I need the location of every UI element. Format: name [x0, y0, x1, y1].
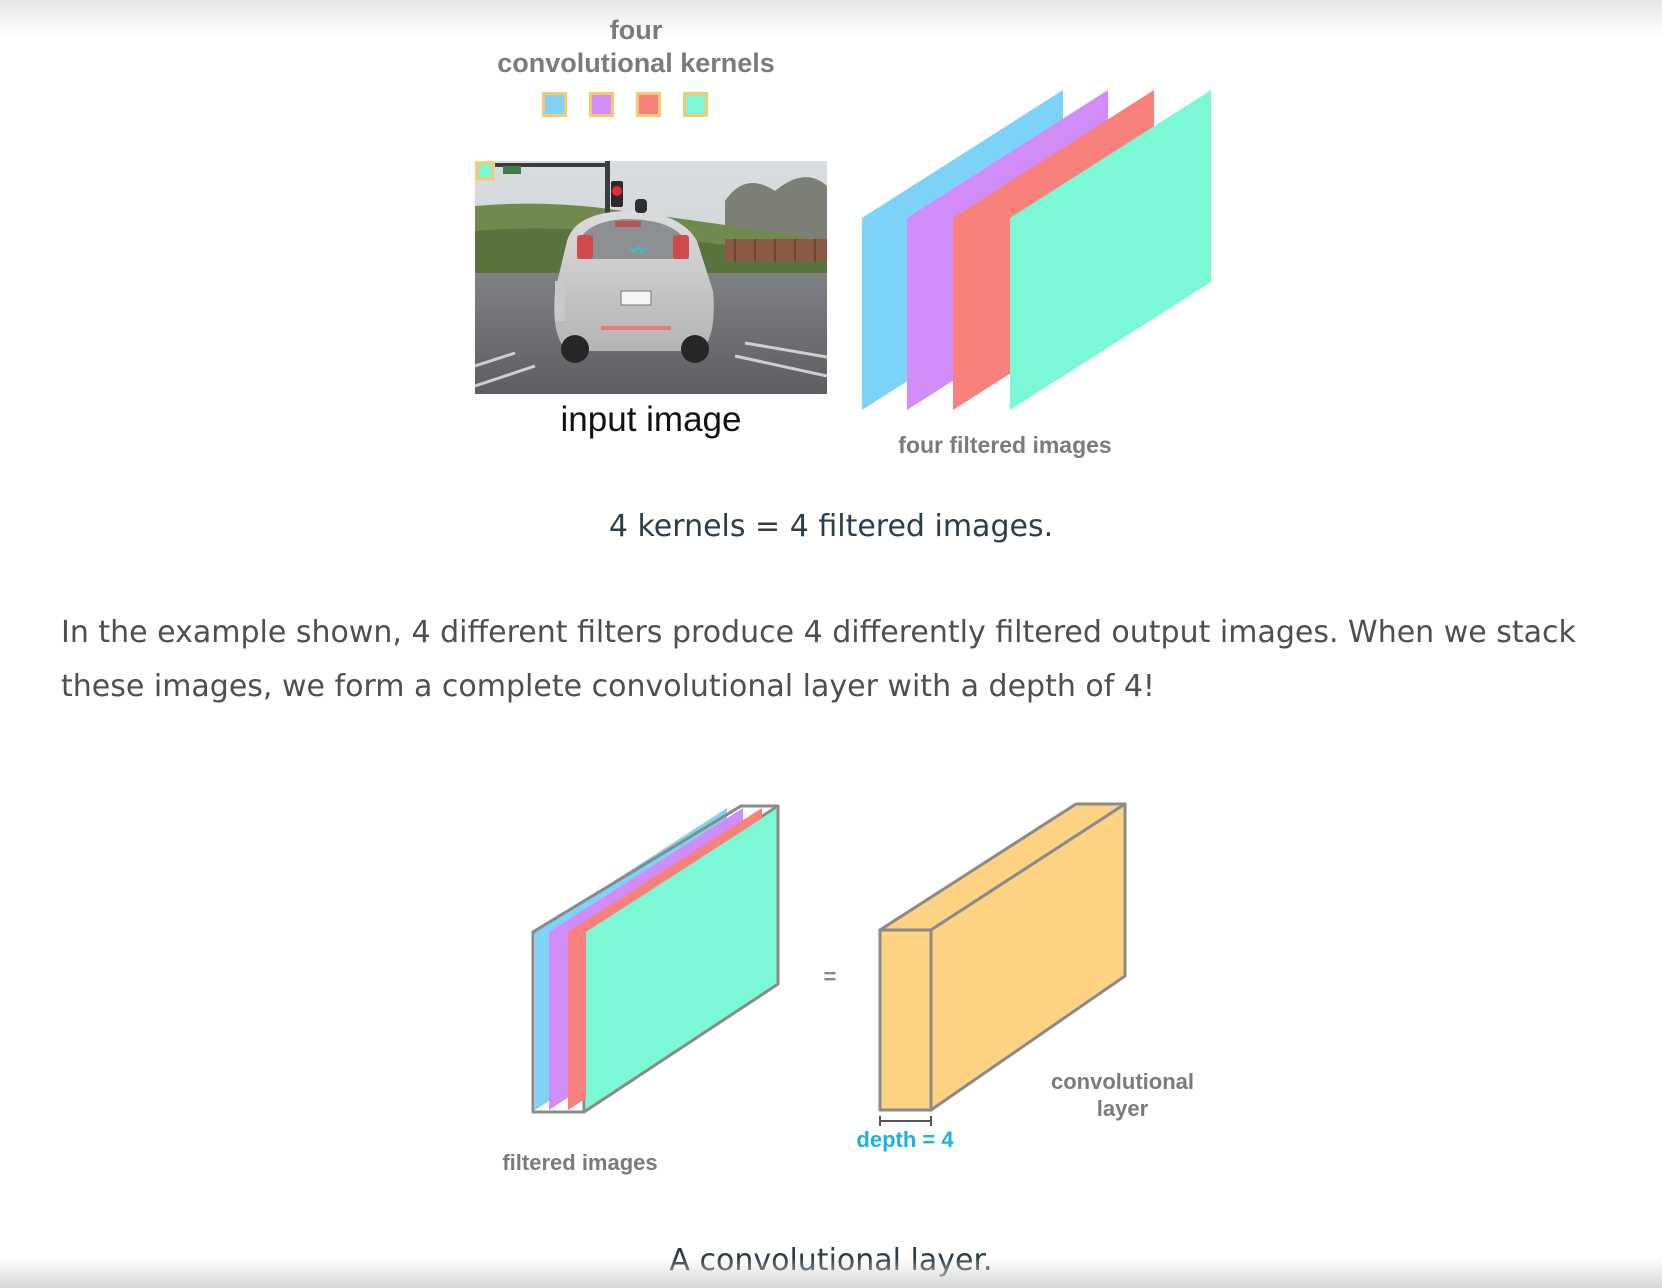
- stack-plane-teal: [586, 808, 778, 1110]
- depth-label: depth = 4: [856, 1127, 954, 1152]
- layer-label-line1: convolutional: [1051, 1069, 1194, 1094]
- convolutional-layer-label: convolutional layer: [1035, 1068, 1210, 1122]
- layer-label-line2: layer: [1096, 1096, 1149, 1121]
- bottom-shadow: [0, 1258, 1662, 1288]
- figure-caption-1: 4 kernels = 4 filtered images.: [608, 509, 1054, 544]
- filtered-plane-teal: [1010, 90, 1211, 410]
- kernels-title: four convolutional kernels: [440, 14, 832, 80]
- kernels-title-line1: four: [609, 15, 663, 45]
- kernels-title-line2: convolutional kernels: [497, 48, 775, 78]
- body-paragraph: In the example shown, 4 different filter…: [61, 615, 1576, 704]
- input-image-label: input image: [560, 400, 742, 439]
- layer-front-face: [878, 928, 933, 1112]
- equals-sign: =: [823, 964, 837, 989]
- kernel-swatch-red: [636, 92, 661, 117]
- kernel-swatch-blue: [542, 92, 567, 117]
- four-filtered-images-label: four filtered images: [898, 432, 1112, 458]
- filtered-images-label: filtered images: [502, 1150, 658, 1175]
- kernel-swatch-purple: [589, 92, 614, 117]
- input-image: [475, 161, 827, 394]
- kernel-swatch-teal: [683, 92, 708, 117]
- top-shadow: [0, 0, 1662, 36]
